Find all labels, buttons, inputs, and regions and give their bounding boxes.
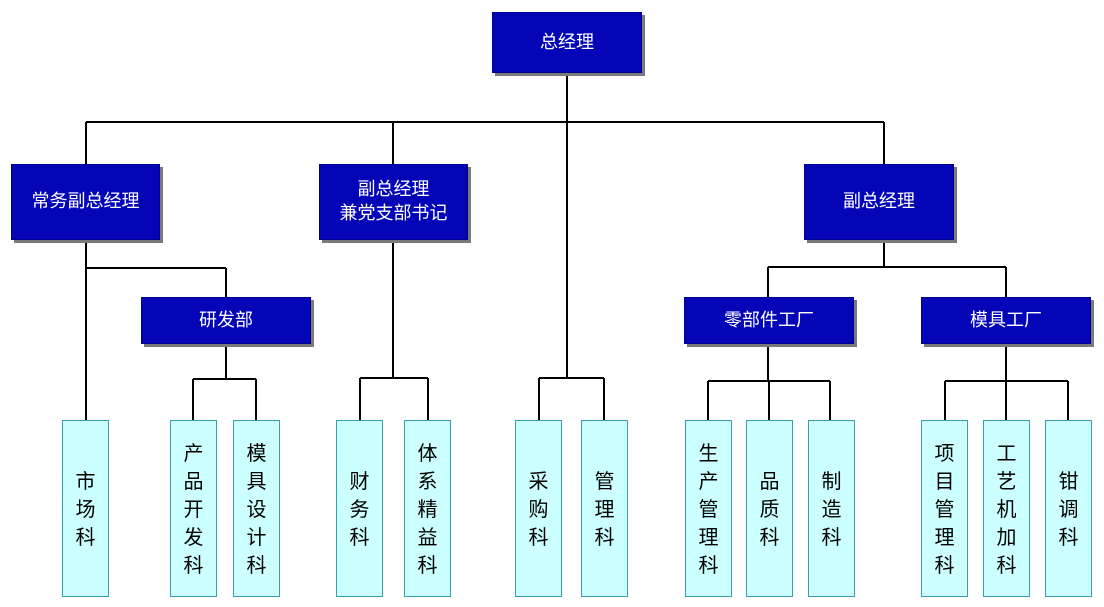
dept-manufacturing-label: 制造科 — [821, 468, 842, 549]
dept-finance-label: 财务科 — [349, 468, 370, 549]
dept-fitter-box: 钳调科 — [1045, 420, 1092, 597]
general-manager-label: 总经理 — [540, 31, 594, 53]
mold-factory-label: 模具工厂 — [970, 309, 1042, 331]
dept-process-machining-box: 工艺机加科 — [983, 420, 1030, 597]
vp-label: 副总经理 — [843, 191, 915, 212]
dept-production-label: 生产管理科 — [698, 440, 719, 577]
dept-mold-design-label: 模具设计科 — [246, 440, 267, 577]
dept-management-box: 管理科 — [581, 420, 628, 597]
dept-management-label: 管理科 — [594, 468, 615, 549]
dept-manufacturing-box: 制造科 — [808, 420, 855, 597]
dept-product-dev-box: 产品开发科 — [170, 420, 217, 597]
dept-purchasing-label: 采购科 — [528, 468, 549, 549]
rd-dept-box: 研发部 — [141, 297, 311, 344]
dept-mold-design-box: 模具设计科 — [233, 420, 280, 597]
general-manager-box: 总经理 — [492, 12, 642, 73]
rd-dept-label: 研发部 — [199, 309, 253, 331]
dept-quality-system-box: 体系精益科 — [404, 420, 451, 597]
dept-finance-box: 财务科 — [336, 420, 383, 597]
vp-party-secretary-label: 副总经理 兼党支部书记 — [339, 179, 448, 224]
parts-factory-label: 零部件工厂 — [724, 309, 814, 331]
executive-vp-label: 常务副总经理 — [31, 191, 140, 212]
dept-fitter-label: 钳调科 — [1058, 468, 1079, 549]
dept-process-machining-label: 工艺机加科 — [996, 440, 1017, 577]
dept-quality-label: 品质科 — [759, 468, 780, 549]
vp-party-secretary-box: 副总经理 兼党支部书记 — [319, 164, 468, 240]
dept-production-box: 生产管理科 — [685, 420, 732, 597]
dept-market-label: 市场科 — [75, 468, 96, 549]
dept-purchasing-box: 采购科 — [515, 420, 562, 597]
executive-vp-box: 常务副总经理 — [11, 164, 160, 240]
parts-factory-box: 零部件工厂 — [684, 297, 854, 344]
dept-product-dev-label: 产品开发科 — [183, 440, 204, 577]
dept-quality-system-label: 体系精益科 — [417, 440, 438, 577]
dept-market-box: 市场科 — [62, 420, 109, 597]
dept-quality-box: 品质科 — [746, 420, 793, 597]
dept-project-label: 项目管理科 — [934, 440, 955, 577]
mold-factory-box: 模具工厂 — [921, 297, 1091, 344]
vp-box: 副总经理 — [804, 164, 954, 240]
dept-project-box: 项目管理科 — [921, 420, 968, 597]
